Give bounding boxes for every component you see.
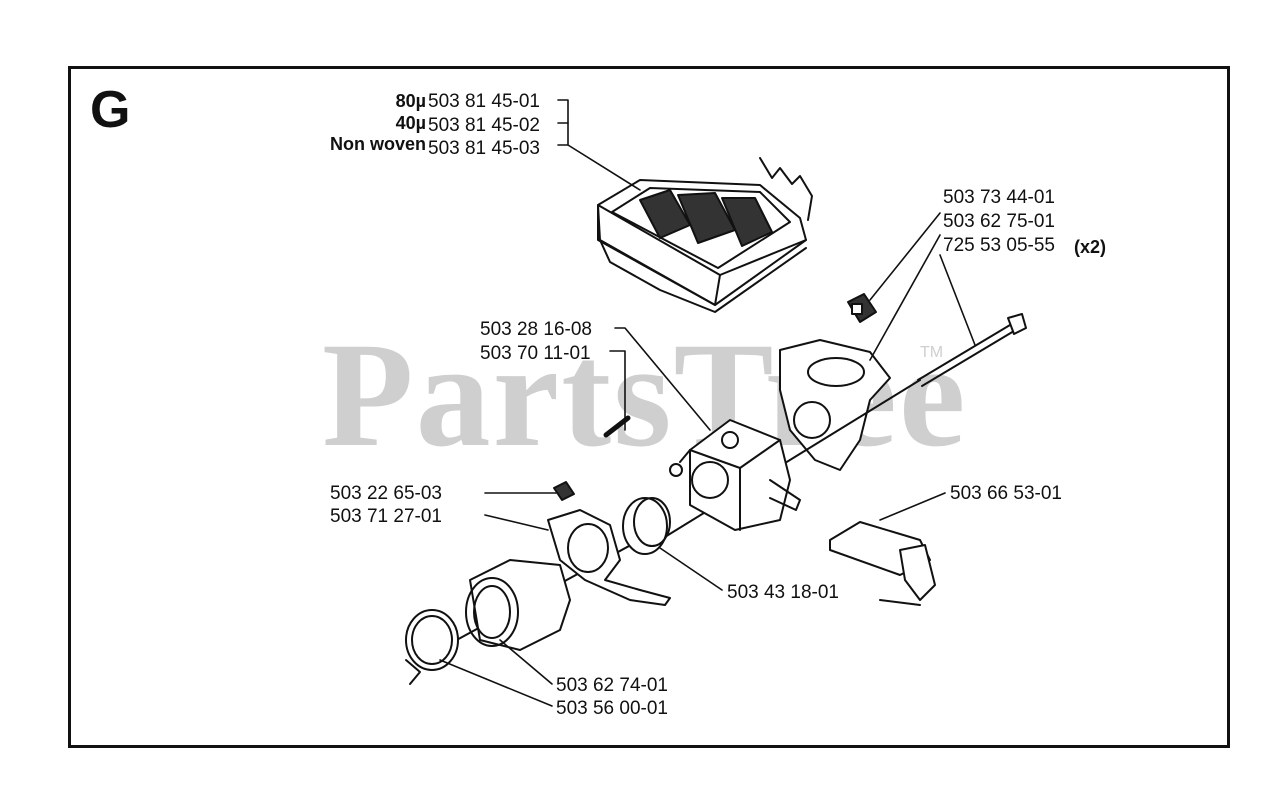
carburettor-adapter <box>779 339 891 471</box>
filter-part-40: 503 81 45-02 <box>428 115 540 136</box>
air-filter-cover <box>597 157 813 313</box>
gasket-part <box>847 293 877 323</box>
callout-503-56-00-01: 503 56 00-01 <box>556 698 668 719</box>
callout-503-66-53-01: 503 66 53-01 <box>950 483 1062 504</box>
callout-503-70-11-01: 503 70 11-01 <box>480 343 591 364</box>
callout-503-28-16-08: 503 28 16-08 <box>480 319 592 340</box>
diagram-frame <box>68 66 1230 748</box>
flange-bracket <box>547 509 671 606</box>
filter-qualifier-40: 40µ <box>395 113 426 133</box>
intake-boot <box>465 559 571 651</box>
watermark-trademark: TM <box>920 344 944 361</box>
hose-clamp <box>405 609 459 685</box>
filter-part-80: 503 81 45-01 <box>428 91 540 112</box>
small-gasket-part <box>553 481 575 501</box>
callout-725-53-05-55: 725 53 05-55 <box>943 235 1055 256</box>
callout-503-62-75-01: 503 62 75-01 <box>943 211 1055 232</box>
callout-503-43-18-01: 503 43 18-01 <box>727 582 839 603</box>
callout-503-62-74-01: 503 62 74-01 <box>556 675 668 696</box>
throttle-bracket <box>829 521 936 606</box>
filter-qualifier-nonwoven: Non woven <box>329 134 426 154</box>
leader-lines <box>439 99 976 707</box>
carburettor-ring <box>622 497 671 555</box>
filter-part-nonwoven: 503 81 45-03 <box>428 138 540 159</box>
filter-qualifier-80: 80µ <box>395 91 426 111</box>
callout-503-71-27-01: 503 71 27-01 <box>330 506 442 527</box>
callout-503-22-65-03: 503 22 65-03 <box>330 483 442 504</box>
section-letter: G <box>90 81 131 139</box>
callout-qty: (x2) <box>1074 237 1107 257</box>
callout-503-73-44-01: 503 73 44-01 <box>943 187 1055 208</box>
bolt-part <box>917 313 1027 387</box>
carburettor-body <box>669 419 801 531</box>
